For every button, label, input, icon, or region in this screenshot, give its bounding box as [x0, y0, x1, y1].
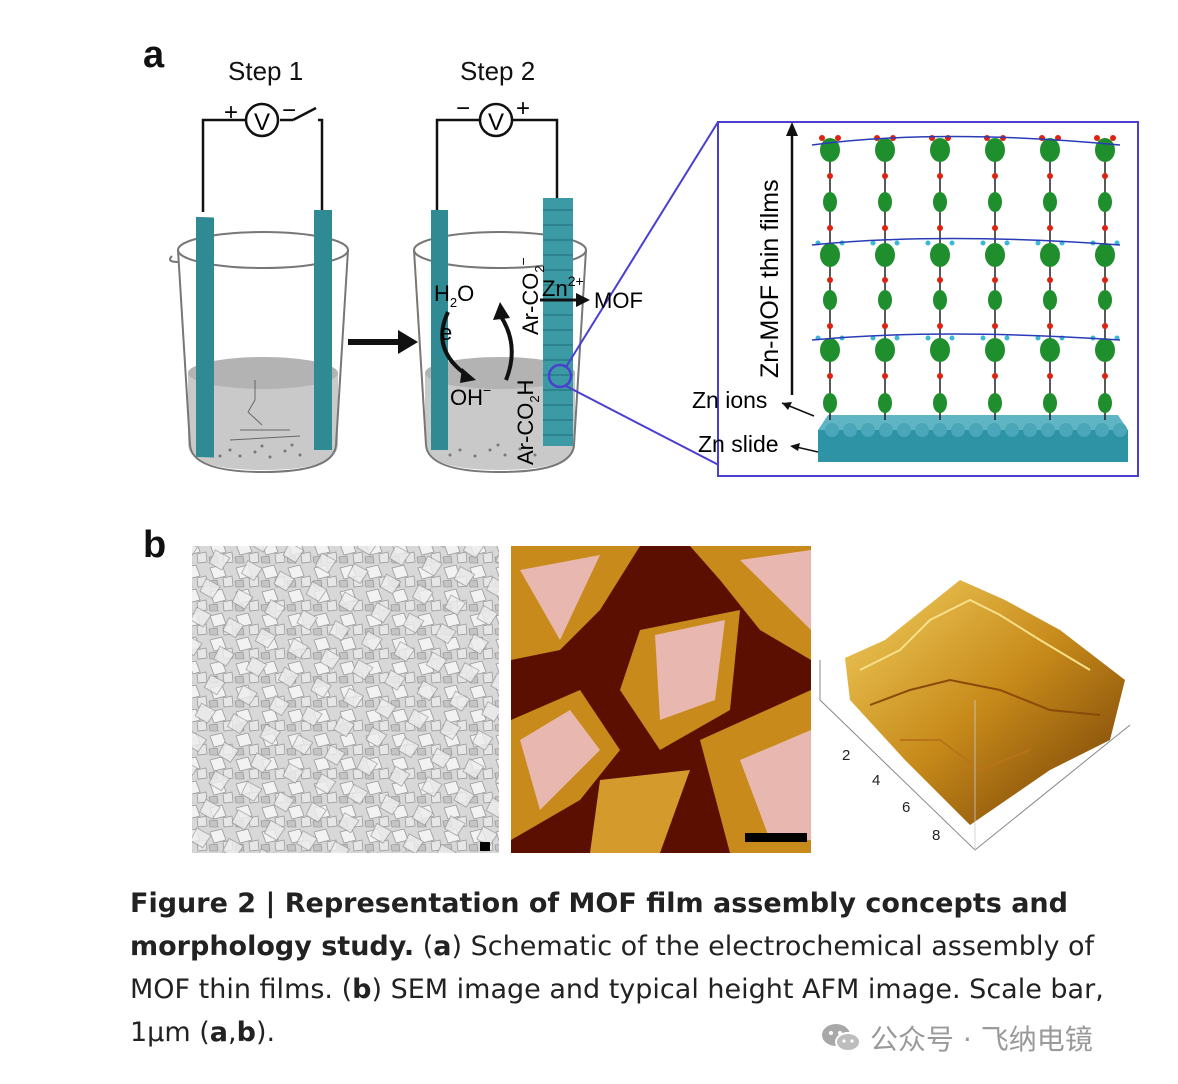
mof-column: [815, 135, 845, 420]
caption-ref-a: a: [433, 931, 452, 962]
panel-a-letter: a: [143, 34, 165, 76]
step1-label: Step 1: [228, 56, 304, 86]
panel-b-images: 2 4 6 8: [192, 546, 1131, 853]
beaker-2: [413, 198, 590, 474]
sem-scale-bar: [480, 842, 490, 851]
label-mof: MOF: [594, 288, 643, 313]
panel-b-letter: b: [143, 524, 167, 566]
step1-minus: −: [282, 97, 296, 124]
label-h2o: H2O: [434, 281, 474, 310]
beaker-1: [169, 210, 349, 474]
label-e: e: [440, 320, 452, 345]
caption-text-3: ) SEM image and typical height AFM image…: [130, 974, 1104, 1048]
step2-minus: −: [456, 95, 470, 122]
step2-voltmeter-glyph: V: [488, 109, 504, 136]
step1-voltmeter-glyph: V: [254, 109, 270, 136]
mof-lattice: [811, 134, 1121, 421]
caption-ref-b: b: [352, 974, 372, 1005]
afm-tick-6: 6: [902, 799, 910, 816]
label-arco2h: Ar-CO2H: [513, 380, 542, 465]
afm-3d-image: 2 4 6 8: [819, 580, 1131, 851]
electrochemical-schematic: V + − V − +: [169, 95, 1139, 477]
caption-title: Figure 2 | Representation of MOF film as…: [130, 888, 1068, 962]
step1-circuit: [201, 102, 324, 212]
afm-tick-4: 4: [872, 772, 880, 789]
sem-image: [192, 546, 499, 853]
caption-text-4: ).: [255, 1017, 276, 1048]
afm-tick-2: 2: [842, 747, 850, 764]
caption-text-1: (: [414, 931, 434, 962]
step1-plus: +: [224, 99, 238, 126]
zn-slide-label: Zn slide: [698, 431, 779, 457]
afm-scale-bar: [745, 833, 807, 842]
film-label: Zn-MOF thin films: [756, 179, 784, 378]
afm-tick-8: 8: [932, 827, 940, 844]
step2-plus: +: [516, 95, 530, 122]
wechat-icon: [822, 1024, 861, 1052]
watermark: 公众号 · 飞纳电镜: [820, 1018, 1093, 1058]
step2-label: Step 2: [460, 56, 536, 86]
afm-height-image: [511, 546, 811, 853]
zn-ions-label: Zn ions: [692, 387, 767, 413]
caption-comma: ,: [228, 1017, 237, 1048]
step2-circuit: [435, 102, 559, 212]
caption-ref-a2: a: [209, 1017, 229, 1048]
figure-caption: Figure 2 | Representation of MOF film as…: [130, 882, 1145, 1054]
caption-ref-b2: b: [236, 1017, 256, 1048]
caption-text-2: ) Schematic of the electrochemical assem…: [130, 931, 1095, 1005]
watermark-text: 公众号 · 飞纳电镜: [870, 1023, 1093, 1056]
